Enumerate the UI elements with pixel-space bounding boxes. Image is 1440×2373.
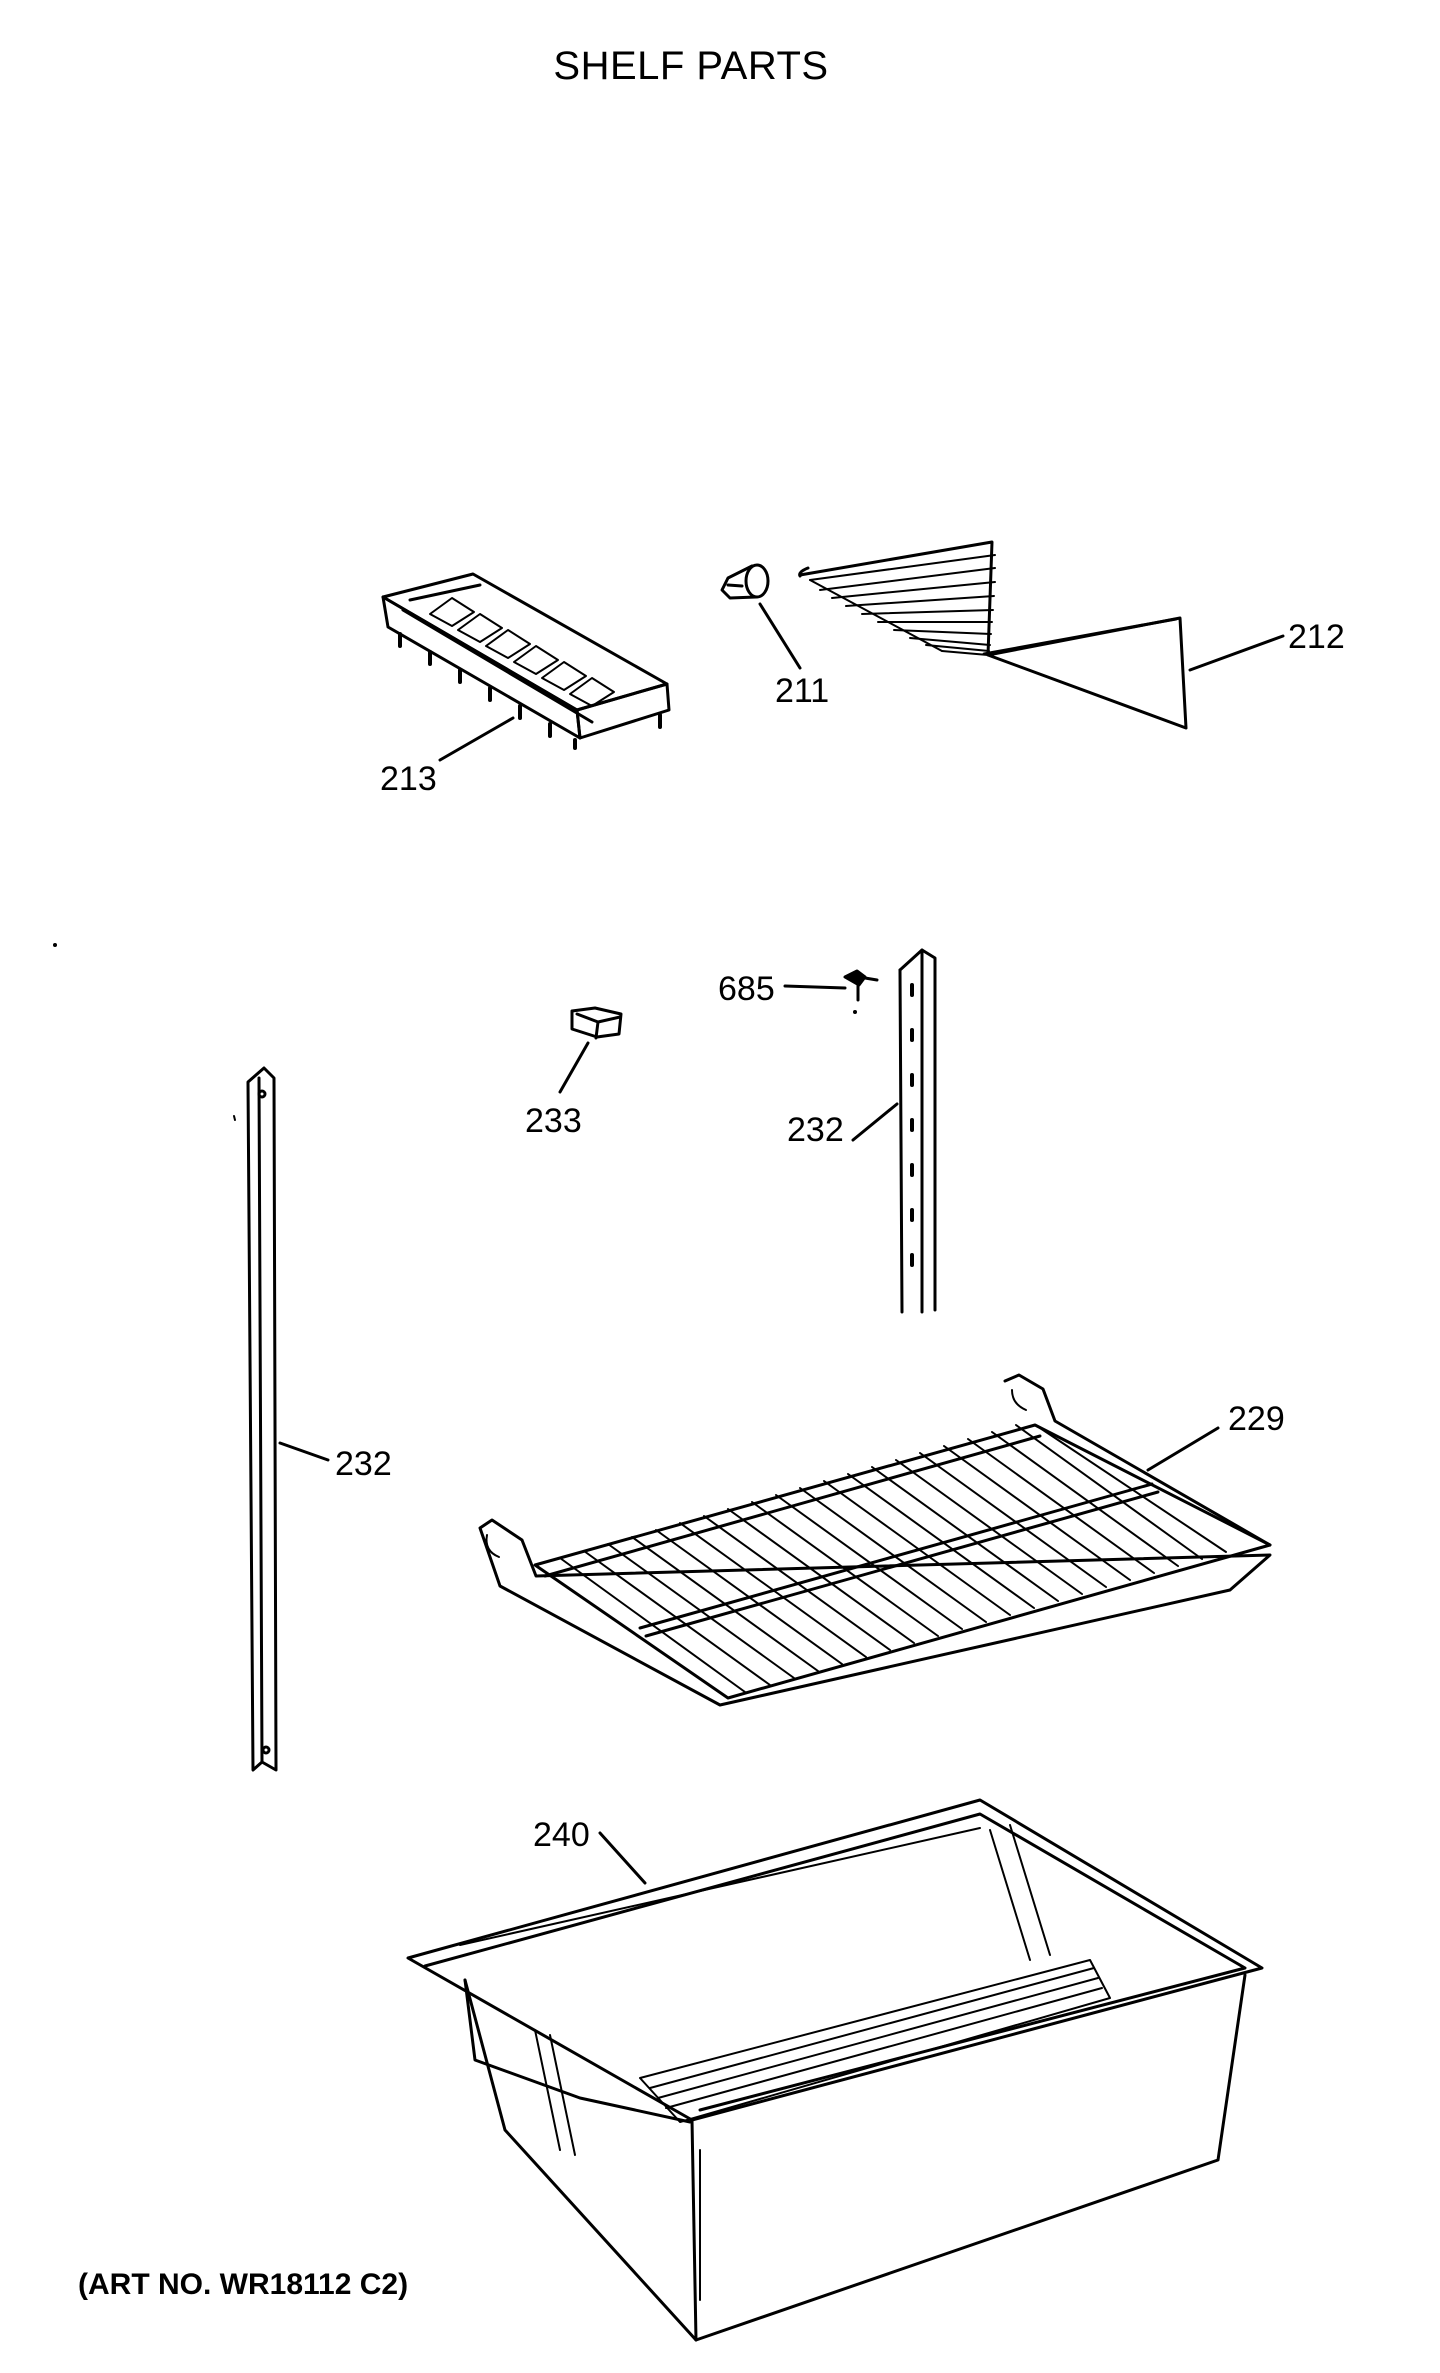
callout-leader-lines [278,602,1285,1885]
crisper-pan-part-240 [406,1798,1264,2342]
shelf-stud-part-211 [720,563,770,600]
callout-240: 240 [533,1816,590,1854]
callout-labels: 213 211 212 685 233 232 232 229 240 [335,618,1345,1854]
ice-cube-tray-part-213 [381,572,671,750]
callout-213: 213 [380,760,437,798]
screw-part-685 [843,969,879,1002]
diagram-title: SHELF PARTS [553,44,829,88]
wire-shelf-part-229 [478,1373,1272,1707]
callout-232-lower: 232 [335,1445,392,1483]
callout-233: 233 [525,1102,582,1140]
clip-part-233 [570,1006,623,1040]
support-bar-part-232-lower [233,1066,278,1772]
wire-shelf-part-212 [798,540,1188,730]
shelf-track-part-232-upper [898,948,937,1314]
callout-685: 685 [718,970,775,1008]
callout-232-upper: 232 [787,1111,844,1149]
art-number-label: (ART NO. WR18112 C2) [78,2268,409,2301]
scan-speck [53,943,57,947]
callout-212: 212 [1288,618,1345,656]
callout-229: 229 [1228,1400,1285,1438]
scan-speck [853,1010,857,1014]
callout-211: 211 [775,672,829,710]
